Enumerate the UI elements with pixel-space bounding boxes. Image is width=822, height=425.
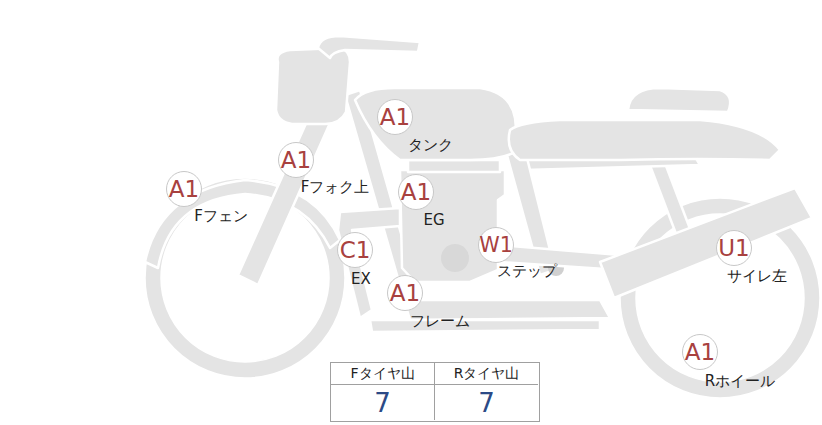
callout-node: A1Fフォク上 [278,142,314,178]
damage-code: A1 [169,178,199,201]
part-name: Rホイール [705,373,775,390]
callout-node: W1ステップ [478,227,514,263]
callout-circle: A1 [278,142,314,178]
damage-code: A1 [380,106,410,129]
callout-circle: A1 [398,174,434,210]
damage-code: U1 [718,237,749,260]
part-name: ステップ [497,263,557,280]
table-header: Rタイヤ山 [454,365,520,383]
callout-node: A1Rホイール [682,334,718,370]
table-header: Fタイヤ山 [350,365,414,383]
damage-code: W1 [479,235,513,256]
callout-circle: U1 [716,230,752,266]
callout-node: U1サイレ左 [716,230,752,266]
callout-circle: C1 [337,232,373,268]
part-name: EG [423,212,444,229]
part-name: EX [351,271,371,288]
part-name: フレーム [410,313,470,330]
table-value: 7 [374,388,391,418]
table-value: 7 [478,388,495,418]
callout-node: A1タンク [377,99,413,135]
part-name: Fフォク上 [301,179,370,196]
callout-circle: A1 [682,334,718,370]
callout-node: A1EG [398,174,434,210]
callout-circle: A1 [387,275,423,311]
part-name: タンク [408,137,453,154]
part-name: サイレ左 [727,268,787,285]
damage-code: C1 [340,239,371,262]
callout-circle: A1 [377,99,413,135]
callout-node: A1Fフェン [166,171,202,207]
damage-code: A1 [685,341,715,364]
damage-code: A1 [401,181,431,204]
callout-node: A1フレーム [387,275,423,311]
part-name: Fフェン [194,208,248,225]
callout-circle: W1 [478,227,514,263]
damage-code: A1 [281,149,311,172]
damage-code: A1 [390,282,420,305]
tire-tread-table: Fタイヤ山 Rタイヤ山 7 7 [330,362,540,422]
callout-node: C1EX [337,232,373,268]
callout-circle: A1 [166,171,202,207]
